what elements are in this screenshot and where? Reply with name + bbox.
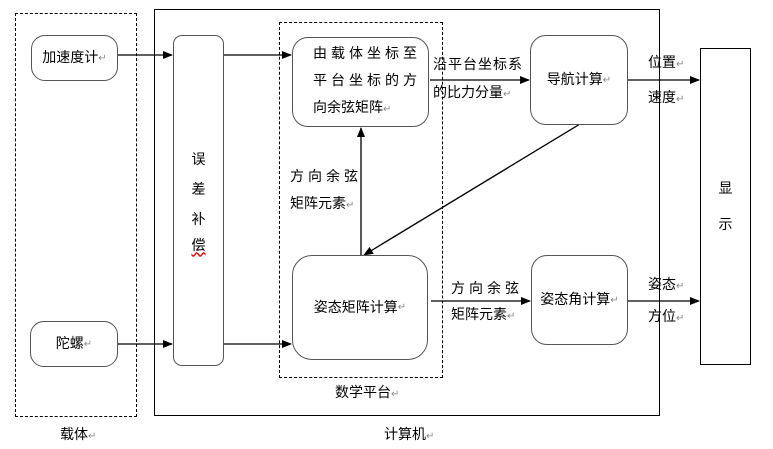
display-char: 显 bbox=[718, 180, 733, 197]
accelerometer-block: 加速度计↵ bbox=[31, 35, 118, 81]
display-char: 示 bbox=[718, 216, 733, 233]
accelerometer-label: 加速度计 bbox=[42, 50, 99, 66]
paragraph-mark: ↵ bbox=[676, 281, 685, 292]
dcm-line-2: 平台坐标的方 bbox=[313, 73, 421, 89]
attitude-label: 姿态 bbox=[648, 277, 676, 293]
attitude-matrix-calc-block: 姿态矩阵计算↵ bbox=[292, 255, 428, 360]
dcm-elements-up-line-2: 矩阵元素 bbox=[290, 196, 346, 212]
error-compensation-block: 误 差 补 偿 bbox=[173, 35, 224, 366]
navigation-calc-block: 导航计算↵ bbox=[530, 35, 628, 125]
arrow-navigation-to-attitude-matrix bbox=[363, 123, 581, 256]
paragraph-mark: ↵ bbox=[676, 59, 685, 70]
paragraph-mark: ↵ bbox=[397, 302, 407, 313]
paragraph-mark: ↵ bbox=[391, 389, 400, 400]
math-platform-group bbox=[279, 22, 443, 378]
specific-force-label-line-1: 沿平台坐标系 bbox=[433, 57, 523, 73]
dcm-line-3: 向余弦矩阵 bbox=[313, 100, 383, 116]
paragraph-mark: ↵ bbox=[83, 338, 93, 350]
attitude-angle-calc-block: 姿态角计算↵ bbox=[531, 255, 628, 345]
dcm-body-to-platform-block: 由载体坐标至 平台坐标的方 向余弦矩阵↵ bbox=[292, 37, 429, 127]
paragraph-mark: ↵ bbox=[676, 94, 685, 105]
position-label: 位置 bbox=[648, 55, 676, 71]
heading-label: 方位 bbox=[648, 309, 676, 325]
error-compensation-char: 差 bbox=[191, 181, 206, 198]
gyroscope-block: 陀螺↵ bbox=[30, 321, 118, 367]
error-compensation-char: 补 bbox=[191, 211, 206, 228]
paragraph-mark: ↵ bbox=[383, 104, 392, 115]
dcm-elements-right-line-1: 方向余弦 bbox=[451, 281, 523, 297]
computer-group bbox=[154, 9, 660, 416]
attitude-matrix-calc-label: 姿态矩阵计算 bbox=[313, 299, 398, 316]
velocity-label: 速度 bbox=[648, 90, 676, 106]
paragraph-mark: ↵ bbox=[507, 311, 516, 322]
paragraph-mark: ↵ bbox=[98, 52, 107, 64]
error-compensation-char: 偿 bbox=[191, 237, 206, 254]
dcm-elements-up-line-1: 方向余弦 bbox=[290, 169, 362, 185]
paragraph-mark: ↵ bbox=[610, 294, 619, 306]
error-compensation-char: 误 bbox=[191, 151, 206, 168]
paragraph-mark: ↵ bbox=[676, 313, 685, 324]
paragraph-mark: ↵ bbox=[346, 200, 355, 211]
dcm-line-1: 由载体坐标至 bbox=[313, 46, 421, 62]
display-block: 显 示 bbox=[700, 48, 751, 365]
carrier-group bbox=[15, 13, 137, 417]
attitude-angle-calc-label: 姿态角计算 bbox=[540, 292, 611, 308]
dcm-elements-right-line-2: 矩阵元素 bbox=[451, 307, 507, 323]
navigation-calc-label: 导航计算 bbox=[546, 72, 603, 88]
specific-force-label-line-2: 的比力分量 bbox=[433, 85, 503, 101]
paragraph-mark: ↵ bbox=[426, 431, 435, 442]
paragraph-mark: ↵ bbox=[88, 431, 97, 442]
computer-label: 计算机 bbox=[384, 427, 426, 443]
paragraph-mark: ↵ bbox=[602, 74, 612, 86]
paragraph-mark: ↵ bbox=[503, 89, 512, 100]
carrier-label: 载体 bbox=[60, 427, 88, 443]
math-platform-label: 数学平台 bbox=[335, 385, 391, 401]
gyroscope-label: 陀螺 bbox=[55, 336, 84, 352]
